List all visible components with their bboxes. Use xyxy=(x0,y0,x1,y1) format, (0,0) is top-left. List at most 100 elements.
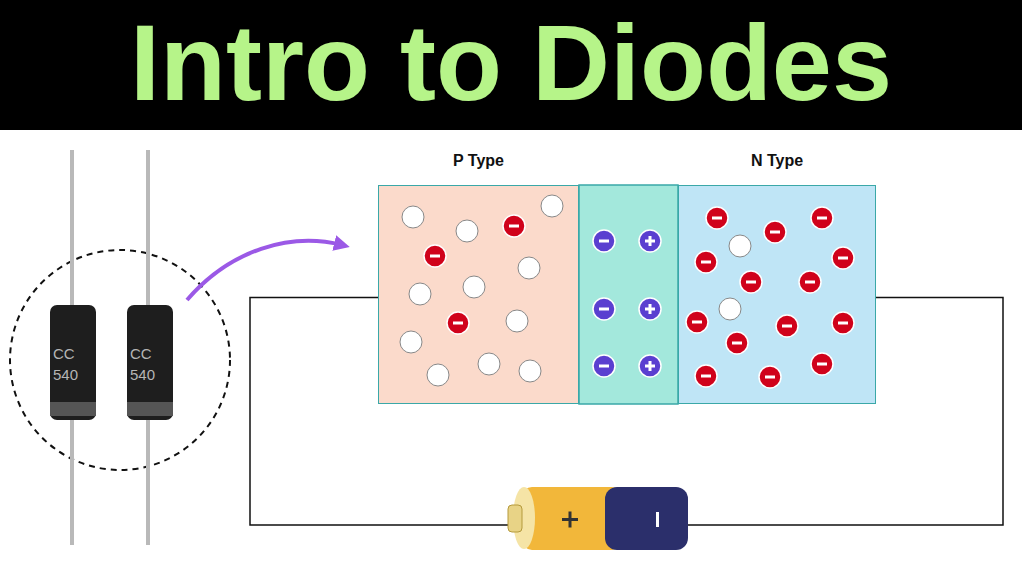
charge-sign xyxy=(649,304,652,314)
charge-circle xyxy=(811,353,833,375)
charge-circle xyxy=(799,271,821,293)
electron xyxy=(503,215,525,237)
region-heading: N Type xyxy=(659,152,895,170)
battery-negative-half xyxy=(605,487,688,550)
charge-circle xyxy=(695,251,717,273)
hole xyxy=(518,257,540,279)
charge-sign xyxy=(649,361,652,371)
charge-sign xyxy=(838,322,848,325)
electron xyxy=(424,245,446,267)
charge-sign xyxy=(817,363,827,366)
charge-sign xyxy=(701,261,711,264)
electron xyxy=(832,312,854,334)
charge-circle xyxy=(764,221,786,243)
battery-cap xyxy=(513,487,535,549)
charge-circle xyxy=(832,312,854,334)
battery-symbol xyxy=(508,487,688,550)
charge-circle xyxy=(639,230,661,252)
cathode-band xyxy=(127,402,173,416)
hole xyxy=(427,364,449,386)
charge-circle xyxy=(639,298,661,320)
charge-circle xyxy=(695,365,717,387)
title-banner: Intro to Diodes xyxy=(0,0,1022,130)
electron xyxy=(740,271,762,293)
charge-circle xyxy=(726,332,748,354)
charge-circle xyxy=(593,230,615,252)
charge-sign xyxy=(838,257,848,260)
diode-marking: 540 xyxy=(130,366,155,384)
diode-marking: CC xyxy=(53,345,75,363)
charge-sign xyxy=(599,240,609,243)
charge-circle xyxy=(686,311,708,333)
positive-ion xyxy=(639,355,661,377)
charge-sign xyxy=(765,376,775,379)
semiconductor-region: P Type xyxy=(378,185,579,404)
region-heading: P Type xyxy=(359,152,598,170)
electron xyxy=(695,251,717,273)
semiconductor-region: N Type xyxy=(678,185,876,404)
charge-sign xyxy=(817,217,827,220)
plus-sign xyxy=(569,512,572,528)
hole xyxy=(541,195,563,217)
diode-body xyxy=(50,305,96,420)
depletion-region xyxy=(579,185,678,404)
zoom-arrow xyxy=(187,241,342,300)
charge-circle xyxy=(593,355,615,377)
electron xyxy=(764,221,786,243)
zoom-circle xyxy=(10,250,230,470)
charge-circle xyxy=(759,366,781,388)
charge-circle xyxy=(447,312,469,334)
hole xyxy=(456,220,478,242)
charge-sign xyxy=(645,240,655,243)
circuit-wire xyxy=(250,298,1003,526)
hole xyxy=(400,331,422,353)
charge-circle xyxy=(811,207,833,229)
diode-marking: 540 xyxy=(53,366,78,384)
electron xyxy=(811,353,833,375)
charge-sign xyxy=(645,365,655,368)
charge-circle xyxy=(593,298,615,320)
diode-lead xyxy=(70,150,74,545)
battery-terminal xyxy=(508,505,522,532)
electron xyxy=(832,247,854,269)
charge-sign xyxy=(649,236,652,246)
diode-body xyxy=(127,305,173,420)
charge-sign xyxy=(782,325,792,328)
hole xyxy=(719,298,741,320)
charge-sign xyxy=(712,217,722,220)
hole xyxy=(478,353,500,375)
positive-ion xyxy=(639,230,661,252)
charge-sign xyxy=(453,322,463,325)
charge-sign xyxy=(692,321,702,324)
hole xyxy=(402,206,424,228)
charge-circle xyxy=(424,245,446,267)
electron xyxy=(726,332,748,354)
hole xyxy=(463,276,485,298)
charge-sign xyxy=(599,365,609,368)
charge-circle xyxy=(740,271,762,293)
charge-sign xyxy=(805,281,815,284)
plus-sign xyxy=(562,518,578,521)
negative-ion xyxy=(593,355,615,377)
electron xyxy=(759,366,781,388)
diode-lead xyxy=(146,150,150,545)
charge-sign xyxy=(645,308,655,311)
charge-circle xyxy=(776,315,798,337)
negative-ion xyxy=(593,230,615,252)
page-title: Intro to Diodes xyxy=(0,0,1022,130)
charge-carriers xyxy=(400,195,854,388)
hole xyxy=(519,360,541,382)
charge-sign xyxy=(732,342,742,345)
minus-sign xyxy=(656,512,659,527)
charge-circle xyxy=(832,247,854,269)
electron xyxy=(776,315,798,337)
positive-ion xyxy=(639,298,661,320)
charge-sign xyxy=(599,308,609,311)
charge-sign xyxy=(770,231,780,234)
charge-circle xyxy=(503,215,525,237)
charge-circle xyxy=(706,207,728,229)
charge-sign xyxy=(430,255,440,258)
negative-ion xyxy=(593,298,615,320)
cathode-band xyxy=(50,402,96,416)
electron xyxy=(695,365,717,387)
